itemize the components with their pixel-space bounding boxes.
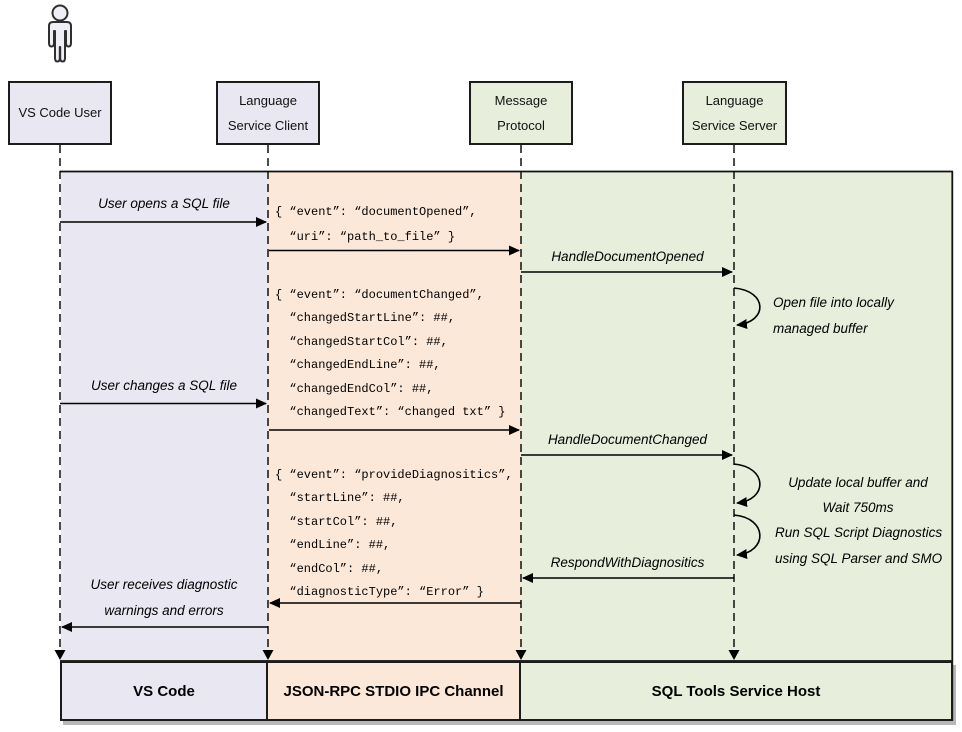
code-line: “changedStartCol”: ##, [275,334,448,349]
code-line: “changedEndCol”: ##, [275,381,434,396]
actor-box-message-protocol: Message Protocol [469,81,573,145]
code-line: “startLine”: ##, [275,491,405,506]
label-line: warnings and errors [104,602,224,618]
lifeline-end-arrow-server [728,650,740,660]
note-line: using SQL Parser and SMO [775,551,943,566]
label-user-opens-file: User opens a SQL file [98,196,230,211]
footer-row: VS Code JSON-RPC STDIO IPC Channel SQL T… [60,661,953,721]
actor-label: Language [239,92,297,108]
note-line: Run SQL Script Diagnostics [775,525,943,540]
actor-label: Service Server [691,117,778,133]
note-update-buffer-wait: Update local buffer and Wait 750ms [768,470,948,520]
code-line: “endLine”: ##, [275,538,391,553]
loop-run-diagnostics [733,514,761,560]
footer-box-ipc-channel: JSON-RPC STDIO IPC Channel [266,661,521,721]
band-ipc-channel [268,172,521,662]
code-line: “changedEndLine”: ##, [275,358,441,373]
note-line: Wait 750ms [822,500,894,515]
lifeline-end-arrow-protocol [515,650,527,660]
note-run-diagnostics: Run SQL Script Diagnostics using SQL Par… [775,520,942,572]
note-line: Open file into locally [773,295,894,310]
band-service-host [521,172,953,662]
label-respond-with-diagnostics: RespondWithDiagnositics [550,555,705,570]
band-vscode-user [61,172,268,662]
loop-update-buffer-wait [733,463,761,508]
code-line: “diagnosticType”: “Error” } [275,585,484,600]
user-actor-icon [48,4,72,63]
label-user-changes-file: User changes a SQL file [90,378,238,393]
actor-label: Message [494,92,548,108]
loop-open-file-buffer [733,287,761,330]
footer-box-service-host: SQL Tools Service Host [519,661,953,721]
lifeline-end-arrow-user [54,650,66,660]
actor-label: Service Client [227,117,309,133]
actor-box-service-server: Language Service Server [682,81,787,145]
actor-label: Protocol [497,117,545,133]
code-line: “changedStartLine”: ##, [275,311,456,326]
actor-label: VS Code User [18,105,102,120]
payload-provide-diagnostics: { “event”: “provideDiagnositics”, “start… [275,464,513,604]
code-line: { “event”: “provideDiagnositics”, [275,468,513,482]
code-line: { “event”: “documentOpened”, [275,205,477,219]
actor-box-service-client: Language Service Client [216,81,320,145]
label-handle-document-changed: HandleDocumentChanged [547,432,708,447]
code-line: “uri”: “path_to_file” } [275,230,456,244]
label-handle-document-opened: HandleDocumentOpened [551,249,704,264]
code-line: “endCol”: ##, [275,561,384,576]
code-line: { “event”: “documentChanged”, [275,288,484,302]
note-open-file-buffer: Open file into locally managed buffer [773,290,894,342]
actor-label: Language [705,92,764,108]
code-line: “startCol”: ##, [275,514,398,529]
payload-document-changed: { “event”: “documentChanged”, “changedSt… [275,284,505,424]
code-line: “changedText”: “changed txt” } [275,405,506,420]
payload-document-opened: { “event”: “documentOpened”, “uri”: “pat… [275,200,477,250]
label-line: User receives diagnostic [90,577,238,592]
actor-box-vscode-user: VS Code User [8,81,112,145]
note-line: managed buffer [773,321,868,336]
lifeline-end-arrow-client [262,650,274,660]
note-line: Update local buffer and [788,475,928,490]
footer-box-vscode: VS Code [60,661,268,721]
label-user-receives-diagnostics: User receives diagnostic warnings and er… [60,572,268,623]
